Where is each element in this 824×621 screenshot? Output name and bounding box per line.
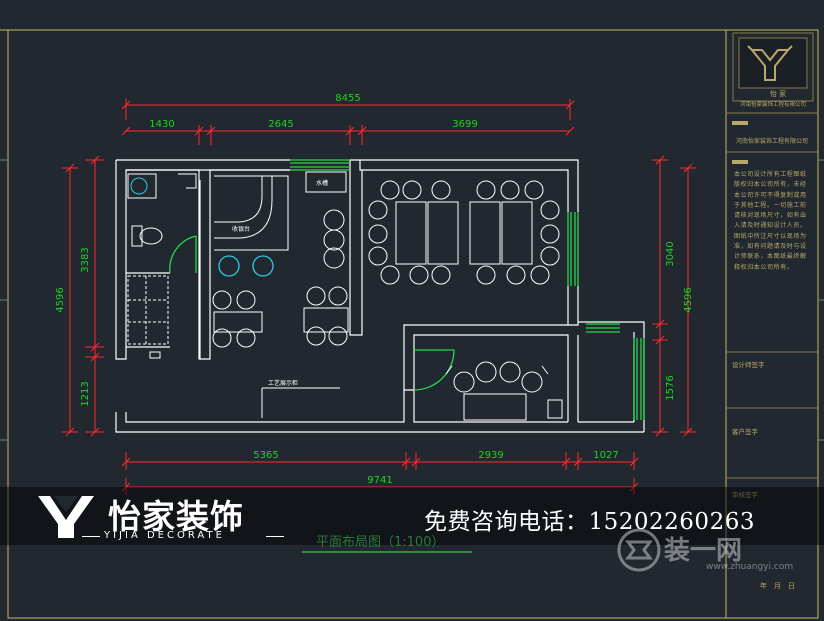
frame-ticks xyxy=(0,159,824,441)
dimension-labels: 8455 1430 2645 3699 5365 2939 1027 9741 … xyxy=(55,93,694,486)
dim-top-seg-2: 2645 xyxy=(268,119,293,130)
company-name: 河南怡家装饰工程有限公司 xyxy=(736,137,808,145)
dim-right-lower: 1576 xyxy=(665,375,676,400)
toilet-icon xyxy=(139,227,163,245)
label-display-shelf: 工艺展示柜 xyxy=(268,379,298,387)
hotline: 免费咨询电话：15202260263 xyxy=(424,502,755,536)
hotline-label: 免费咨询电话： xyxy=(424,509,589,535)
dimension-lines xyxy=(62,99,696,495)
client-signature-label: 客户签字 xyxy=(732,427,759,436)
dim-right-outer: 4596 xyxy=(683,287,694,312)
design-notice-text: 本公司设计所有工程图纸版权归本公司所有，未经本公司许可不得复制或用于其他工程。一… xyxy=(734,171,807,271)
dim-top-total: 8455 xyxy=(335,93,360,104)
designer-signature-label: 设计师签字 xyxy=(732,360,765,369)
plan-title: 平面布局图（1:100） xyxy=(316,535,445,550)
reviewer-signature-label: 审核签字 xyxy=(732,490,759,499)
watermark-logo-icon xyxy=(617,528,661,572)
doors xyxy=(169,235,455,391)
drawing-frame xyxy=(7,29,819,619)
label-bar-counter: 收银台 xyxy=(232,225,250,233)
company-logo-icon xyxy=(747,45,793,81)
fixtures xyxy=(127,171,563,421)
room-labels: 收银台 水槽 工艺展示柜 xyxy=(232,179,328,387)
dim-bottom-seg-2: 2939 xyxy=(478,450,503,461)
promo-banner xyxy=(0,487,824,545)
brand-logo: 怡家装饰 YIJIA DECORATE xyxy=(34,490,294,542)
walls xyxy=(115,159,645,433)
date-label: 年 月 日 xyxy=(760,581,795,590)
watermark: 装一网 www.zhuangyi.com xyxy=(616,526,816,578)
logo-caption: 怡 家 xyxy=(770,89,786,98)
company-small-text: 河南怡家装饰工程有限公司 xyxy=(740,100,806,108)
bar-stools xyxy=(218,255,274,277)
dim-bottom-total: 9741 xyxy=(367,475,392,486)
washbasin-icon xyxy=(130,177,148,195)
dim-top-seg-1: 1430 xyxy=(149,119,174,130)
dim-top-seg-3: 3699 xyxy=(452,119,477,130)
hotline-number: 15202260263 xyxy=(588,509,755,535)
dim-left-lower: 1213 xyxy=(80,381,91,406)
title-block: 怡 家 河南怡家装饰工程有限公司 河南怡家装饰工程有限公司 本公司设计所有工程图… xyxy=(726,32,818,590)
dim-bottom-seg-1: 5365 xyxy=(253,450,278,461)
windows xyxy=(290,159,645,420)
label-washbasin: 水槽 xyxy=(316,179,328,187)
dim-right-upper: 3040 xyxy=(665,241,676,266)
brand-mark-icon xyxy=(38,496,94,538)
dim-bottom-seg-3: 1027 xyxy=(593,450,618,461)
brand-tagline: YIJIA DECORATE xyxy=(104,530,225,541)
dim-left-outer: 4596 xyxy=(55,287,66,312)
brand-name: 怡家装饰 xyxy=(108,497,244,536)
dim-left-upper: 3383 xyxy=(80,247,91,272)
watermark-url: www.zhuangyi.com xyxy=(706,562,794,572)
chairs xyxy=(212,180,560,393)
plan-title-underline xyxy=(302,551,472,553)
watermark-name: 装一网 xyxy=(664,536,743,566)
